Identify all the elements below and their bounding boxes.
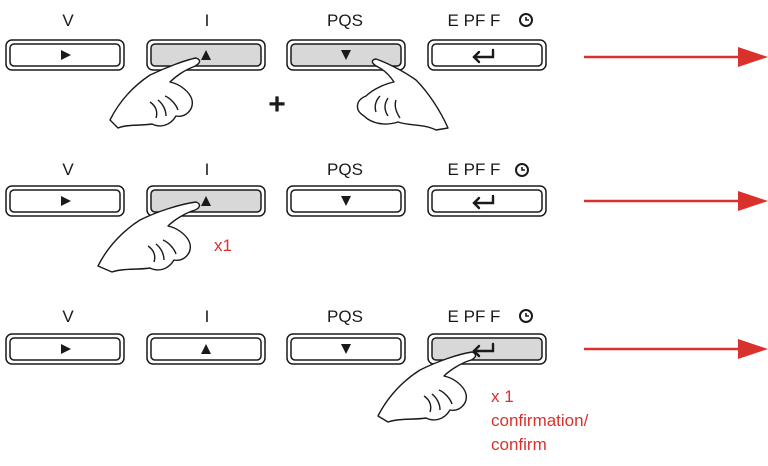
- button-pqs[interactable]: [286, 185, 406, 217]
- return-arrow-icon: [472, 48, 495, 64]
- label-i: I: [205, 11, 210, 30]
- up-triangle-icon: [201, 344, 211, 354]
- press-count: x 1: [491, 387, 514, 406]
- button-enter[interactable]: [427, 185, 547, 217]
- button-i[interactable]: [146, 39, 266, 71]
- label-v: V: [62, 307, 74, 326]
- button-v[interactable]: [5, 39, 125, 71]
- note-confirm: confirm: [491, 435, 547, 454]
- red-arrow: [584, 47, 768, 67]
- row-2: V I PQS E PF F: [5, 160, 768, 273]
- button-pqs[interactable]: [286, 333, 406, 365]
- button-enter[interactable]: [427, 39, 547, 71]
- clock-icon: [515, 163, 529, 177]
- down-triangle-icon: [341, 50, 351, 60]
- return-arrow-icon: [472, 194, 495, 210]
- label-pqs: PQS: [327, 307, 363, 326]
- label-pqs: PQS: [327, 160, 363, 179]
- label-i: I: [205, 160, 210, 179]
- label-i: I: [205, 307, 210, 326]
- note-confirmation: confirmation/: [491, 411, 589, 430]
- play-icon: [61, 344, 71, 354]
- hand-icon: [97, 201, 201, 273]
- red-arrow: [584, 191, 768, 211]
- down-triangle-icon: [341, 344, 351, 354]
- label-pqs: PQS: [327, 11, 363, 30]
- hand-icon: [377, 351, 477, 423]
- clock-icon: [519, 309, 533, 323]
- return-arrow-icon: [472, 342, 495, 358]
- row-3: V I PQS E PF F: [5, 307, 768, 454]
- label-v: V: [62, 160, 74, 179]
- up-triangle-icon: [201, 196, 211, 206]
- press-count: x1: [214, 236, 232, 255]
- hand-icon: [109, 57, 201, 129]
- hand-icon: [356, 58, 449, 131]
- plus-sign: +: [268, 88, 286, 121]
- label-epff: E PF F: [448, 160, 501, 179]
- row-1: V I PQS E PF F: [5, 11, 768, 131]
- label-v: V: [62, 11, 74, 30]
- down-triangle-icon: [341, 196, 351, 206]
- button-v[interactable]: [5, 333, 125, 365]
- button-i[interactable]: [146, 333, 266, 365]
- clock-icon: [519, 13, 533, 27]
- red-arrow: [584, 339, 768, 359]
- label-epff: E PF F: [448, 307, 501, 326]
- up-triangle-icon: [201, 50, 211, 60]
- play-icon: [61, 50, 71, 60]
- button-v[interactable]: [5, 185, 125, 217]
- play-icon: [61, 196, 71, 206]
- label-epff: E PF F: [448, 11, 501, 30]
